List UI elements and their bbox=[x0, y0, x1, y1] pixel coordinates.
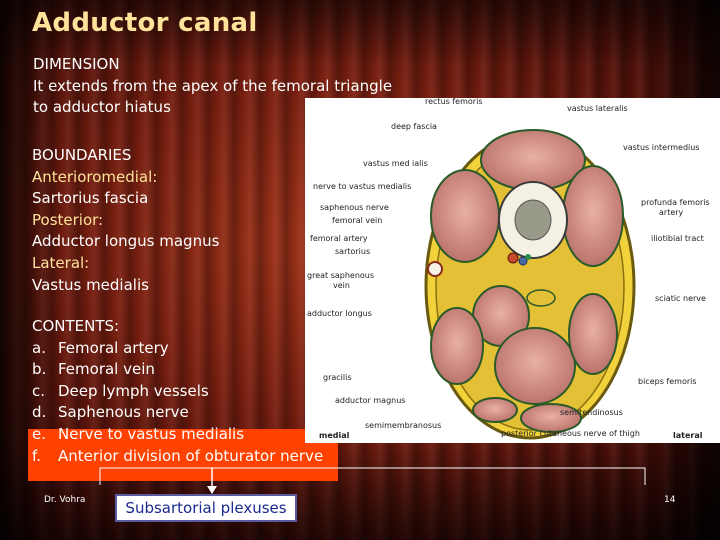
boundary-label-lateral: Lateral: bbox=[32, 253, 90, 272]
label-lateral: lateral bbox=[673, 431, 703, 440]
author-name: Dr. Vohra bbox=[44, 495, 86, 505]
label-sartorius: sartorius bbox=[335, 247, 370, 256]
thigh-cross-section-figure: rectus femoris vastus lateralis deep fas… bbox=[305, 98, 720, 443]
label-sciatic-nerve: sciatic nerve bbox=[655, 294, 706, 303]
contents-heading: CONTENTS: bbox=[32, 317, 120, 335]
dimension-line2: to adductor hiatus bbox=[33, 98, 171, 117]
contents-item: b.Femoral vein bbox=[32, 360, 155, 379]
label-posterior-cutaneous-nerve: posterior cutaneous nerve of thigh bbox=[501, 429, 640, 438]
label-medial: medial bbox=[319, 431, 350, 440]
contents-item: f.Anterior division of obturator nerve bbox=[32, 446, 324, 465]
label-nerve-to-vastus-medialis: nerve to vastus medialis bbox=[313, 182, 411, 191]
label-profunda-femoris-artery: profunda femoris bbox=[641, 198, 710, 207]
subsartorial-plexuses-callout: Subsartorial plexuses bbox=[115, 494, 297, 522]
label-femoral-vein: femoral vein bbox=[332, 216, 382, 225]
contents-block: CONTENTS: a.Femoral artery b.Femoral vei… bbox=[32, 316, 323, 467]
label-saphenous-nerve: saphenous nerve bbox=[320, 203, 389, 212]
label-iliotibial-tract: iliotibial tract bbox=[651, 234, 704, 243]
boundary-value-lateral: Vastus medialis bbox=[32, 275, 149, 294]
label-vastus-lateralis: vastus lateralis bbox=[567, 104, 628, 113]
label-great-saphenous-vein-2: vein bbox=[333, 281, 350, 290]
boundary-value-anteromedial: Sartorius fascia bbox=[32, 189, 149, 208]
contents-item: a.Femoral artery bbox=[32, 338, 169, 357]
label-adductor-longus: adductor longus bbox=[307, 309, 372, 318]
label-vastus-medialis: vastus med ialis bbox=[363, 159, 428, 168]
label-biceps-femoris: biceps femoris bbox=[638, 377, 697, 386]
contents-item: c.Deep lymph vessels bbox=[32, 381, 209, 400]
boundaries-block: BOUNDARIES Anterioromedial: Sartorius fa… bbox=[32, 145, 219, 296]
label-profunda-femoris-artery-2: artery bbox=[659, 208, 684, 217]
boundaries-heading: BOUNDARIES bbox=[32, 146, 132, 164]
label-semimembranosus: semimembranosus bbox=[365, 421, 441, 430]
label-vastus-intermedius: vastus intermedius bbox=[623, 143, 699, 152]
dimension-line1: It extends from the apex of the femoral … bbox=[33, 76, 393, 95]
dimension-block: DIMENSION It extends from the apex of th… bbox=[33, 54, 392, 119]
contents-list: a.Femoral artery b.Femoral vein c.Deep l… bbox=[32, 338, 323, 468]
label-gracilis: gracilis bbox=[323, 373, 352, 382]
contents-highlight bbox=[28, 429, 338, 481]
page-number: 14 bbox=[664, 495, 676, 505]
label-rectus-femoris: rectus femoris bbox=[425, 98, 482, 106]
label-adductor-magnus: adductor magnus bbox=[335, 396, 405, 405]
label-great-saphenous-vein: great saphenous bbox=[307, 271, 374, 280]
dimension-heading: DIMENSION bbox=[33, 55, 120, 73]
boundary-value-posterior: Adductor longus magnus bbox=[32, 232, 220, 251]
boundary-label-posterior: Posterior: bbox=[32, 210, 104, 229]
label-semitendinosus: semitendinosus bbox=[560, 408, 623, 417]
contents-item: e.Nerve to vastus medialis bbox=[32, 424, 245, 443]
label-deep-fascia: deep fascia bbox=[391, 122, 437, 131]
thigh-cross-section-illustration: rectus femoris vastus lateralis deep fas… bbox=[307, 98, 710, 440]
contents-item: d.Saphenous nerve bbox=[32, 403, 189, 422]
slide-title: Adductor canal bbox=[32, 8, 258, 38]
label-femoral-artery: femoral artery bbox=[310, 234, 368, 243]
boundary-label-anteromedial: Anterioromedial: bbox=[32, 167, 158, 186]
